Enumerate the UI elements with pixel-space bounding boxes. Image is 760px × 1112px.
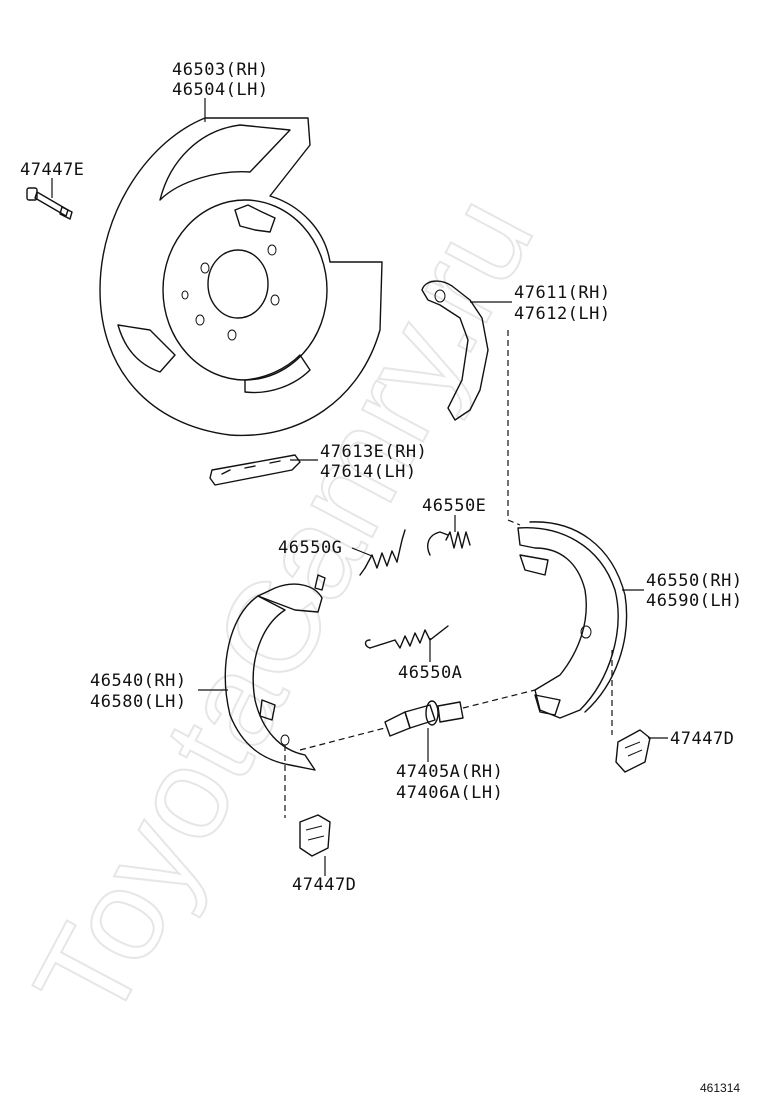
label-47611: 47611(RH) [514,283,611,303]
bolt-drawing [26,187,73,220]
spring-g-drawing [359,529,406,576]
label-47612: 47612(LH) [514,304,611,324]
clip-right-drawing [615,729,651,773]
watermark-text: ToyotaCamry.ru [6,173,561,1043]
right-shoe-drawing [517,521,628,719]
parking-lever-drawing [421,280,489,421]
label-46590: 46590(LH) [646,591,743,611]
label-46504: 46504(LH) [172,80,269,100]
strut-drawing [209,454,301,486]
label-47406A: 47406A(LH) [396,783,503,803]
label-46550A: 46550A [398,663,462,683]
label-46550E: 46550E [422,496,486,516]
label-47447D-bottom: 47447D [292,875,356,895]
backing-plate-drawing [99,117,383,437]
label-46580: 46580(LH) [90,692,187,712]
label-47447D-right: 47447D [670,729,734,749]
label-47447E: 47447E [20,160,84,180]
clip-bottom-drawing [299,814,331,857]
spring-a-drawing [364,625,449,649]
spring-e-drawing [427,531,471,556]
label-47614: 47614(LH) [320,462,417,482]
label-47405A: 47405A(RH) [396,762,503,782]
adjuster-drawing [384,700,464,737]
label-46550G: 46550G [278,538,342,558]
label-46540: 46540(RH) [90,671,187,691]
assembly-dashed-lines [284,330,613,818]
label-47613E: 47613E(RH) [320,442,427,462]
label-46550: 46550(RH) [646,571,743,591]
diagram-number: 461314 [700,1081,740,1095]
label-46503: 46503(RH) [172,60,269,80]
leader-46550G [351,547,373,557]
